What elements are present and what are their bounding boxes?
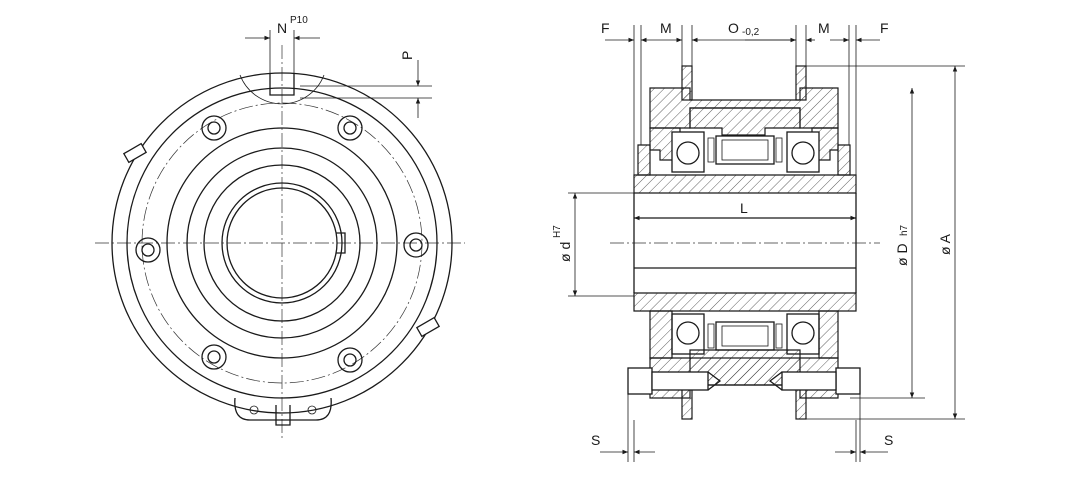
label-D: ø D: [894, 243, 910, 266]
label-A: ø A: [937, 233, 953, 255]
label-P: P: [399, 51, 415, 60]
label-F-right: F: [880, 20, 889, 36]
bolt-holes: [135, 115, 429, 373]
label-M-right: M: [818, 20, 830, 36]
label-S-left: S: [591, 432, 600, 448]
label-O: O: [728, 20, 739, 36]
label-D-tol: h7: [899, 224, 910, 236]
label-S-right: S: [884, 432, 893, 448]
label-d-tol: H7: [552, 225, 563, 238]
label-N-tol: P10: [290, 15, 308, 26]
label-M-left: M: [660, 20, 672, 36]
label-F-left: F: [601, 20, 610, 36]
label-d: ø d: [557, 242, 573, 262]
section-view: F M O -0,2 M F L ø d H7 ø D h7 ø A S: [552, 20, 965, 462]
label-O-tol: -0,2: [742, 27, 760, 38]
front-view: N P10 P: [95, 15, 465, 440]
label-N: N: [277, 20, 287, 36]
label-L: L: [740, 200, 748, 216]
